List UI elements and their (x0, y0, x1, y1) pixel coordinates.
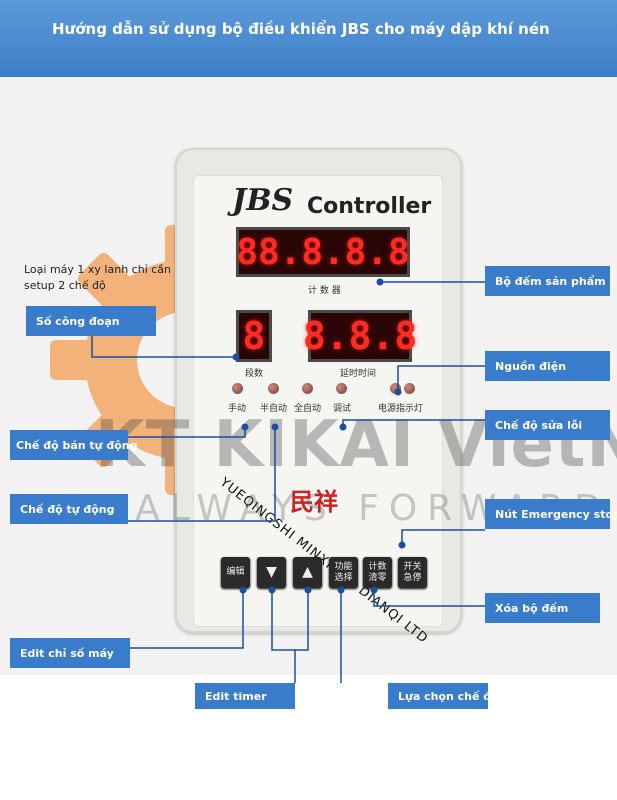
emergency-stop-button[interactable]: 开关 急停 (398, 557, 427, 588)
led-manual (232, 383, 243, 394)
callout-stage-count: Số công đoạn (26, 306, 156, 336)
counter-reset-button[interactable]: 计数 清零 (363, 557, 392, 588)
header-banner: Hướng dẫn sử dụng bộ điều khiển JBS cho … (0, 0, 617, 77)
led-semi-auto (268, 383, 279, 394)
led-label-semi-auto: 半自动 (260, 404, 288, 414)
up-button[interactable]: ▲ (293, 557, 322, 588)
callout-semi-auto: Chế độ bán tự động (10, 430, 137, 460)
setup-note-line2: setup 2 chế độ (24, 279, 106, 292)
setup-note-line1: Loại máy 1 xy lanh chỉ cần (24, 263, 172, 276)
edit-button[interactable]: 编辑 (221, 557, 250, 588)
model-label: Controller (307, 194, 432, 219)
setup-note: Loại máy 1 xy lanh chỉ cần setup 2 chế đ… (24, 262, 171, 294)
led-full-auto (302, 383, 313, 394)
led-power-2 (404, 383, 415, 394)
led-label-debug: 调试 (333, 404, 352, 414)
callout-reset-counter: Xóa bộ đếm (485, 593, 600, 623)
callout-mode-select: Lựa chọn chế độ (388, 683, 499, 709)
callout-power: Nguồn điện (485, 351, 610, 381)
led-label-manual: 手动 (228, 404, 247, 414)
counter-label: 计 数 器 (308, 286, 341, 296)
brand-logo: JBS (232, 183, 294, 218)
callout-edit-machine: Edit chỉ số máy (10, 638, 130, 668)
callout-product-counter: Bộ đếm sản phẩm (485, 266, 610, 296)
led-label-power: 电源指示灯 (378, 404, 424, 414)
stage-display: 8 (236, 310, 272, 362)
callout-edit-timer: Edit timer (195, 683, 295, 709)
delay-label: 延时时间 (340, 369, 377, 379)
callout-auto-mode: Chế độ tự động (10, 494, 128, 524)
down-button[interactable]: ▼ (257, 557, 286, 588)
callout-emergency-stop: Nút Emergency stop (485, 499, 617, 529)
function-select-button[interactable]: 功能 选择 (329, 557, 358, 588)
led-debug (336, 383, 347, 394)
led-power (390, 383, 401, 394)
manufacturer-logo: 民祥 (290, 488, 338, 516)
delay-display: 8.8.8 (303, 310, 417, 362)
stage-label: 段数 (245, 369, 264, 379)
page-title: Hướng dẫn sử dụng bộ điều khiển JBS cho … (52, 20, 550, 38)
counter-display: 88.8.8.8 (236, 227, 410, 277)
callout-fault-mode: Chế độ sửa lỗi (485, 410, 610, 440)
led-label-full-auto: 全自动 (294, 404, 322, 414)
